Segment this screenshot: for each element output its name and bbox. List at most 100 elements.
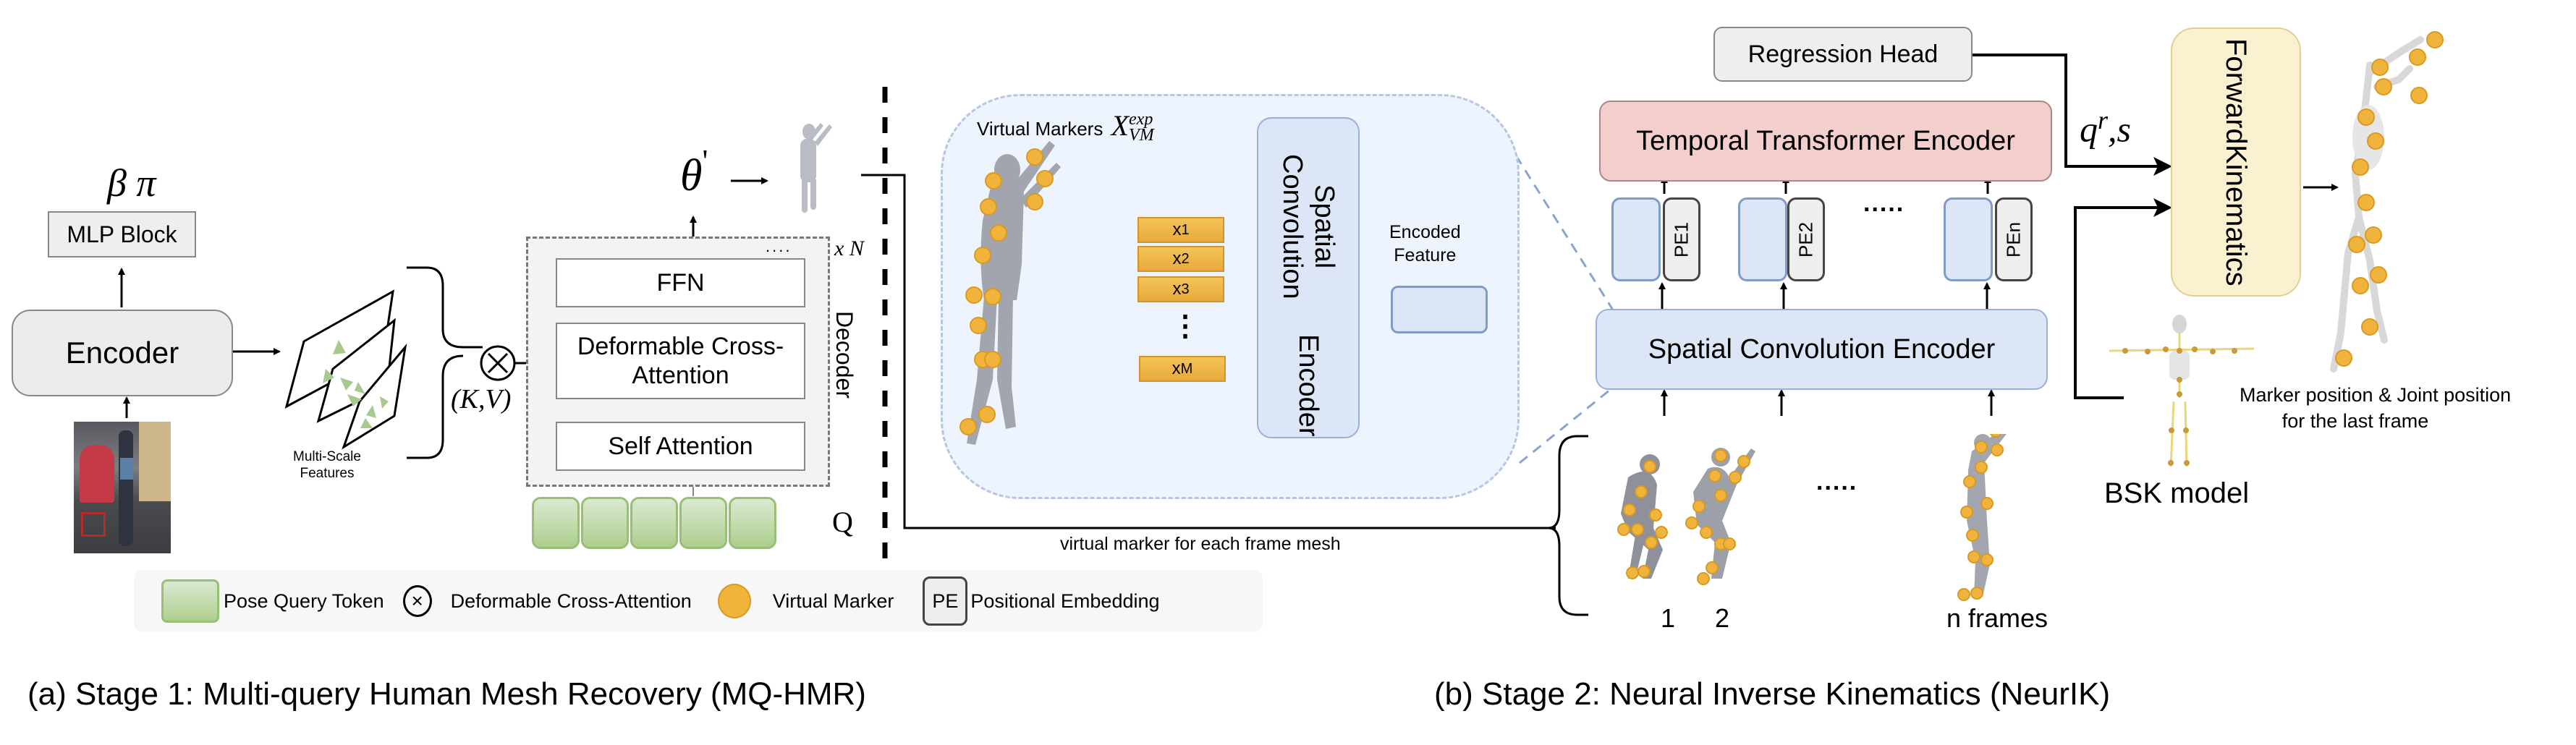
query-token bbox=[532, 497, 580, 549]
callout-line-bottom bbox=[1519, 386, 1614, 464]
positional-embedding-2: PE2 bbox=[1787, 197, 1825, 281]
legend-label-cross-attention: Deformable Cross-Attention bbox=[450, 589, 692, 612]
stage2-caption: (b) Stage 2: Neural Inverse Kinematics (… bbox=[1434, 676, 2111, 712]
frame-feature-token bbox=[1738, 197, 1787, 281]
vm-encoder-line1: Spatial Convolution bbox=[1277, 153, 1339, 299]
frame-markers bbox=[1617, 434, 2004, 601]
q-sup: r bbox=[2098, 106, 2109, 135]
output-parameters: qr,s bbox=[2080, 105, 2131, 150]
connector-label: virtual marker for each frame mesh bbox=[1060, 534, 1341, 554]
encoded-feature-line2: Feature bbox=[1394, 245, 1457, 265]
line-mesh-to-stage2 bbox=[861, 174, 1556, 529]
decoder-repeat-label: x N bbox=[834, 237, 864, 260]
input-image bbox=[74, 422, 171, 553]
encoded-feature-box bbox=[1391, 286, 1488, 333]
legend-label-positional-embedding: Positional Embedding bbox=[970, 589, 1160, 612]
virtual-marker-legend-icon bbox=[717, 584, 751, 618]
deformable-cross-attention-layer: Deformable Cross- Attention bbox=[556, 323, 805, 399]
encoder-block: Encoder bbox=[12, 310, 233, 396]
feature-bracket-top bbox=[407, 266, 483, 349]
arrows-frames-to-spatial bbox=[1661, 389, 1995, 416]
x-base: x bbox=[1172, 249, 1182, 268]
theta-prime: ' bbox=[702, 143, 708, 179]
vm-symbol-sub: VM bbox=[1129, 126, 1154, 145]
output-mesh-figure bbox=[800, 123, 832, 213]
output-skeleton bbox=[2330, 31, 2444, 372]
cross-attention-legend-icon: × bbox=[402, 585, 432, 617]
theta-symbol: θ bbox=[680, 151, 703, 200]
query-token bbox=[679, 497, 727, 549]
x-base: x bbox=[1172, 359, 1181, 378]
spatial-convolution-encoder: Spatial Convolution Encoder bbox=[1596, 309, 2048, 390]
positional-embedding-1: PE1 bbox=[1663, 197, 1700, 281]
frame-feature-token bbox=[1944, 197, 1993, 281]
legend: Pose Query Token × Deformable Cross-Atte… bbox=[134, 570, 1263, 632]
arrows-spatial-to-tokens bbox=[1658, 282, 1991, 310]
frames-bracket bbox=[1548, 435, 1588, 616]
x-sub: M bbox=[1180, 360, 1193, 377]
multiscale-label-line1: Multi-Scale bbox=[293, 449, 361, 464]
frame-meshes bbox=[1617, 434, 2007, 601]
frame-feature-token bbox=[1611, 197, 1661, 281]
virtual-markers-label: Virtual Markers bbox=[977, 118, 1103, 140]
positional-embedding-n: PEn bbox=[1995, 197, 2033, 281]
cross-icon bbox=[487, 352, 509, 374]
frame-label-1: 1 bbox=[1661, 603, 1676, 633]
x-sub: 1 bbox=[1181, 221, 1190, 238]
photo-person bbox=[119, 430, 133, 546]
vm-encoder-line2: Encoder bbox=[1293, 334, 1323, 437]
cross-attention-line1: Deformable Cross- bbox=[577, 333, 784, 360]
encoded-feature-line1: Encoded bbox=[1389, 222, 1461, 242]
arrow-regression-to-fk bbox=[1973, 54, 2172, 176]
encoded-feature-label: Encoded Feature bbox=[1389, 221, 1461, 267]
query-label: Q bbox=[832, 506, 853, 538]
vm-symbol-sup: exp bbox=[1129, 110, 1153, 129]
frames-ellipsis: ..... bbox=[1816, 468, 1858, 495]
cross-attention-line2: Attention bbox=[632, 362, 729, 389]
x-base: x bbox=[1172, 220, 1182, 239]
vm-spatial-convolution-encoder: Spatial Convolution Encoder bbox=[1257, 117, 1360, 438]
vm-human-figure bbox=[959, 141, 1061, 445]
query-token bbox=[630, 497, 678, 549]
kv-label: (K,V) bbox=[451, 384, 512, 414]
multiscale-label-line2: Features bbox=[300, 466, 355, 481]
x-sub: 3 bbox=[1181, 281, 1190, 297]
bsk-model-label: BSK model bbox=[2104, 477, 2250, 509]
fk-line2: Kinematics bbox=[2220, 144, 2252, 286]
pose-query-token-swatch bbox=[161, 579, 219, 623]
self-attention-layer: Self Attention bbox=[556, 422, 805, 471]
feature-triangles bbox=[323, 340, 389, 428]
result-line1: Marker position & Joint position bbox=[2240, 384, 2512, 406]
x-sub: 2 bbox=[1181, 250, 1190, 267]
ffn-layer: FFN bbox=[556, 258, 805, 307]
frame-label-n: n frames bbox=[1946, 603, 2048, 633]
marker-inputs-ellipsis: ⋮ bbox=[1171, 310, 1200, 342]
decoder-title: Decoder bbox=[831, 311, 857, 399]
feature-bracket-bottom bbox=[407, 354, 464, 459]
photo-wall bbox=[139, 422, 171, 501]
query-token bbox=[581, 497, 629, 549]
skeleton-markers bbox=[2335, 31, 2444, 367]
fk-line1: Forward bbox=[2220, 38, 2252, 145]
bsk-skeleton bbox=[2109, 315, 2255, 467]
result-line2: for the last frame bbox=[2281, 410, 2429, 432]
multiscale-features-label: Multi-Scale Features bbox=[293, 448, 361, 482]
query-token bbox=[729, 497, 776, 549]
mlp-output-symbols: β π bbox=[107, 161, 156, 205]
positional-embedding-legend-icon: PE bbox=[923, 576, 968, 626]
photo-box bbox=[81, 512, 106, 537]
frame-n-mesh bbox=[1967, 434, 2007, 597]
vm-markers bbox=[959, 148, 1054, 435]
photo-shirt bbox=[120, 458, 133, 480]
legend-label-pose-query: Pose Query Token bbox=[224, 589, 384, 612]
regression-head: Regression Head bbox=[1713, 27, 1973, 82]
forward-kinematics-block: Forward Kinematics bbox=[2171, 27, 2301, 297]
temporal-transformer-encoder: Temporal Transformer Encoder bbox=[1599, 101, 2052, 182]
callout-line-top bbox=[1514, 155, 1615, 312]
